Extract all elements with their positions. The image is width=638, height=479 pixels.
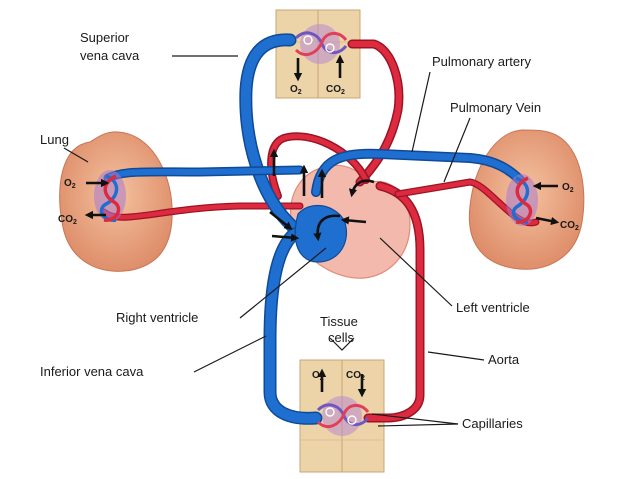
upper-capillary-bed: [294, 24, 348, 64]
text-labels: Superior vena cava Pulmonary artery Pulm…: [40, 30, 541, 431]
label-left-ventricle: Left ventricle: [456, 300, 530, 315]
label-tissue-cells-line1: Tissue: [320, 314, 358, 329]
gas-o2-label: O2: [290, 84, 302, 96]
label-lung: Lung: [40, 132, 69, 147]
curve-arrow-icon: [348, 179, 375, 198]
gas-o2-label: O2: [64, 178, 76, 190]
gas-co2-label: CO2: [560, 220, 579, 232]
gas-co2-label: CO2: [326, 84, 345, 96]
label-inferior-vena-cava: Inferior vena cava: [40, 364, 144, 379]
label-tissue-cells-line2: cells: [328, 330, 355, 345]
right-arrow-icon: [535, 216, 560, 226]
label-superior-vena-cava-line2: vena cava: [80, 48, 140, 63]
label-superior-vena-cava-line1: Superior: [80, 30, 130, 45]
gas-co2-label: CO2: [346, 370, 365, 382]
label-pulmonary-vein: Pulmonary Vein: [450, 100, 541, 115]
label-capillaries: Capillaries: [462, 416, 523, 431]
left-arrow-icon: [340, 216, 367, 225]
gas-o2-label: O2: [562, 182, 574, 194]
leader-lines: [63, 55, 485, 427]
right-lung-capillaries: [506, 174, 538, 226]
label-pulmonary-artery: Pulmonary artery: [432, 54, 531, 69]
right-arrow-icon: [269, 210, 293, 231]
right-arrow-icon: [271, 233, 300, 242]
gas-co2-label: CO2: [58, 214, 77, 226]
flow-arrows: [84, 54, 560, 398]
label-aorta: Aorta: [488, 352, 520, 367]
gas-o2-label: O2: [312, 370, 324, 382]
label-right-ventricle: Right ventricle: [116, 310, 198, 325]
lower-capillary-bed: [316, 396, 370, 436]
curve-arrow-icon: [313, 214, 341, 242]
gas-labels: O2 CO2 O2 CO2 O2 CO2 O2 CO2: [58, 84, 579, 382]
